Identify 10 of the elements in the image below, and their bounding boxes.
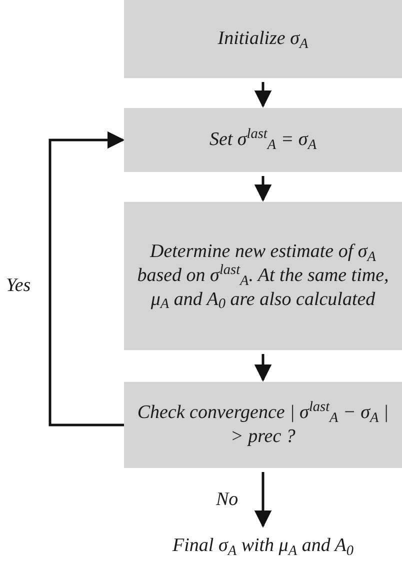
arrow xyxy=(48,131,125,426)
arrow xyxy=(254,176,272,202)
arrow xyxy=(254,354,272,382)
process-box: Set σ$^{last}$$_{A}$ = σ$_{A}$ xyxy=(124,108,402,172)
process-box: Determine new estimate of σ$_{A}$ based on σ$^{last}$$_{A}$. At the same time, μ$_{A}$ and A$_{0}$ are also calculated xyxy=(124,202,402,350)
process-box: Check convergence | σ$^{last}$$_{A}$ − σ$_{A}$ | > prec ? xyxy=(124,382,402,468)
arrow xyxy=(254,472,272,528)
process-box: Initialize σ$_{A}$ xyxy=(124,0,402,78)
arrow xyxy=(254,82,272,108)
result-text: Final σ$_{A}$ with μ$_{A}$ and A$_{0}$ xyxy=(124,528,402,564)
